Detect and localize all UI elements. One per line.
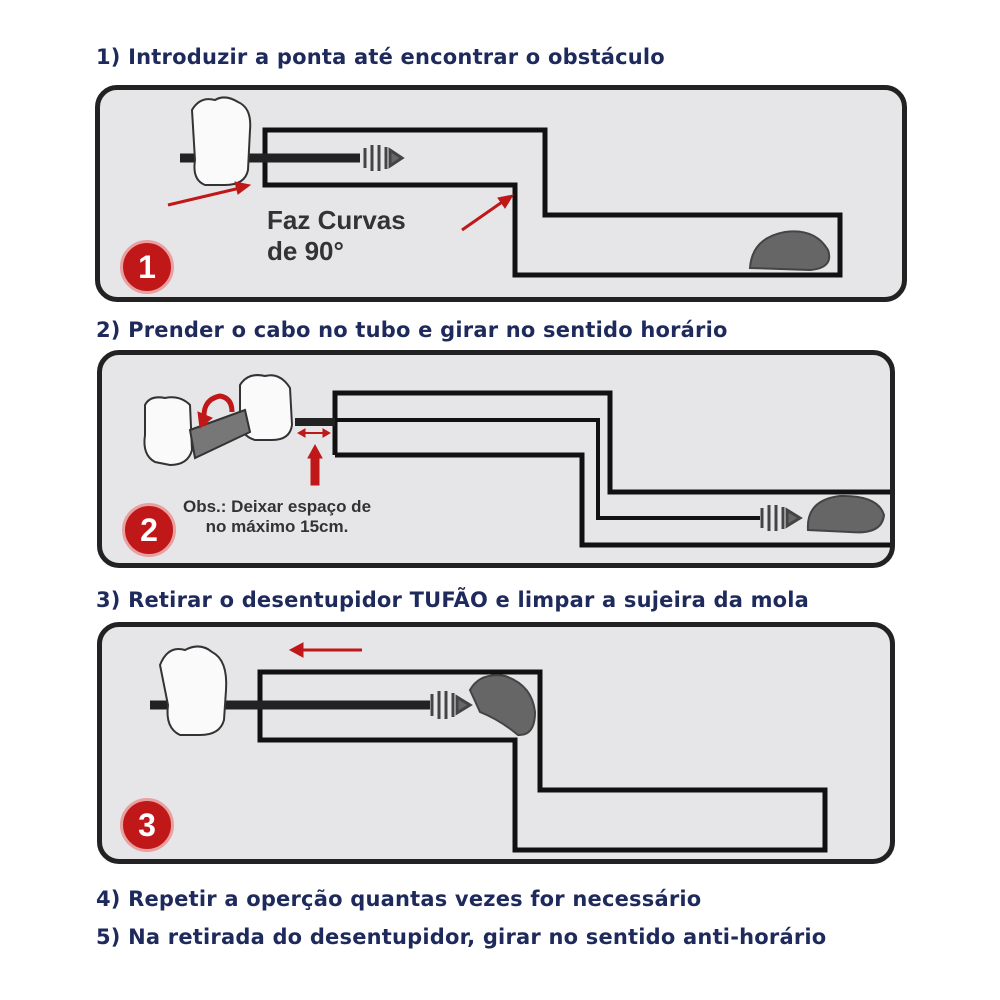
panel-step-3 — [97, 622, 895, 864]
obstacle-rock-2 — [806, 494, 886, 534]
step-number-badge-2: 2 — [122, 503, 176, 557]
step-number-badge-3: 3 — [120, 798, 174, 852]
pipe-3 — [257, 669, 828, 853]
red-arrow-icon — [167, 181, 515, 658]
pipe-2 — [332, 390, 890, 548]
step-3-text: 3) Retirar o desentupidor TUFÃO e limpar… — [96, 588, 810, 612]
curves-note-line1: Faz Curvas — [267, 205, 406, 235]
spacing-note-line2: no máximo 15cm. — [205, 517, 349, 537]
step-5-text: 5) Na retirada do desentupidor, girar no… — [96, 925, 827, 949]
spacing-note: Obs.: Deixar espaço de no máximo 15cm. — [183, 497, 371, 538]
pipe-1 — [262, 127, 843, 278]
curves-note-line2: de 90° — [267, 236, 344, 267]
step-4-text: 4) Repetir a operção quantas vezes for n… — [96, 887, 702, 911]
hand-icon — [143, 96, 294, 736]
step-number-badge-1: 1 — [120, 240, 174, 294]
spacing-note-line1: Obs.: Deixar espaço de — [183, 497, 372, 516]
obstacle-rock-3 — [468, 674, 537, 737]
spring-icon — [363, 145, 803, 719]
pipe-2-inner — [335, 418, 760, 520]
step-1-text: 1) Introduzir a ponta até encontrar o ob… — [96, 45, 665, 69]
twisting-handle — [188, 408, 252, 460]
step-2-text: 2) Prender o cabo no tubo e girar no sen… — [96, 318, 728, 342]
panel-step-2 — [97, 350, 895, 568]
obstacle-rock-1 — [748, 230, 831, 272]
curves-note: Faz Curvas de 90° — [267, 205, 406, 267]
